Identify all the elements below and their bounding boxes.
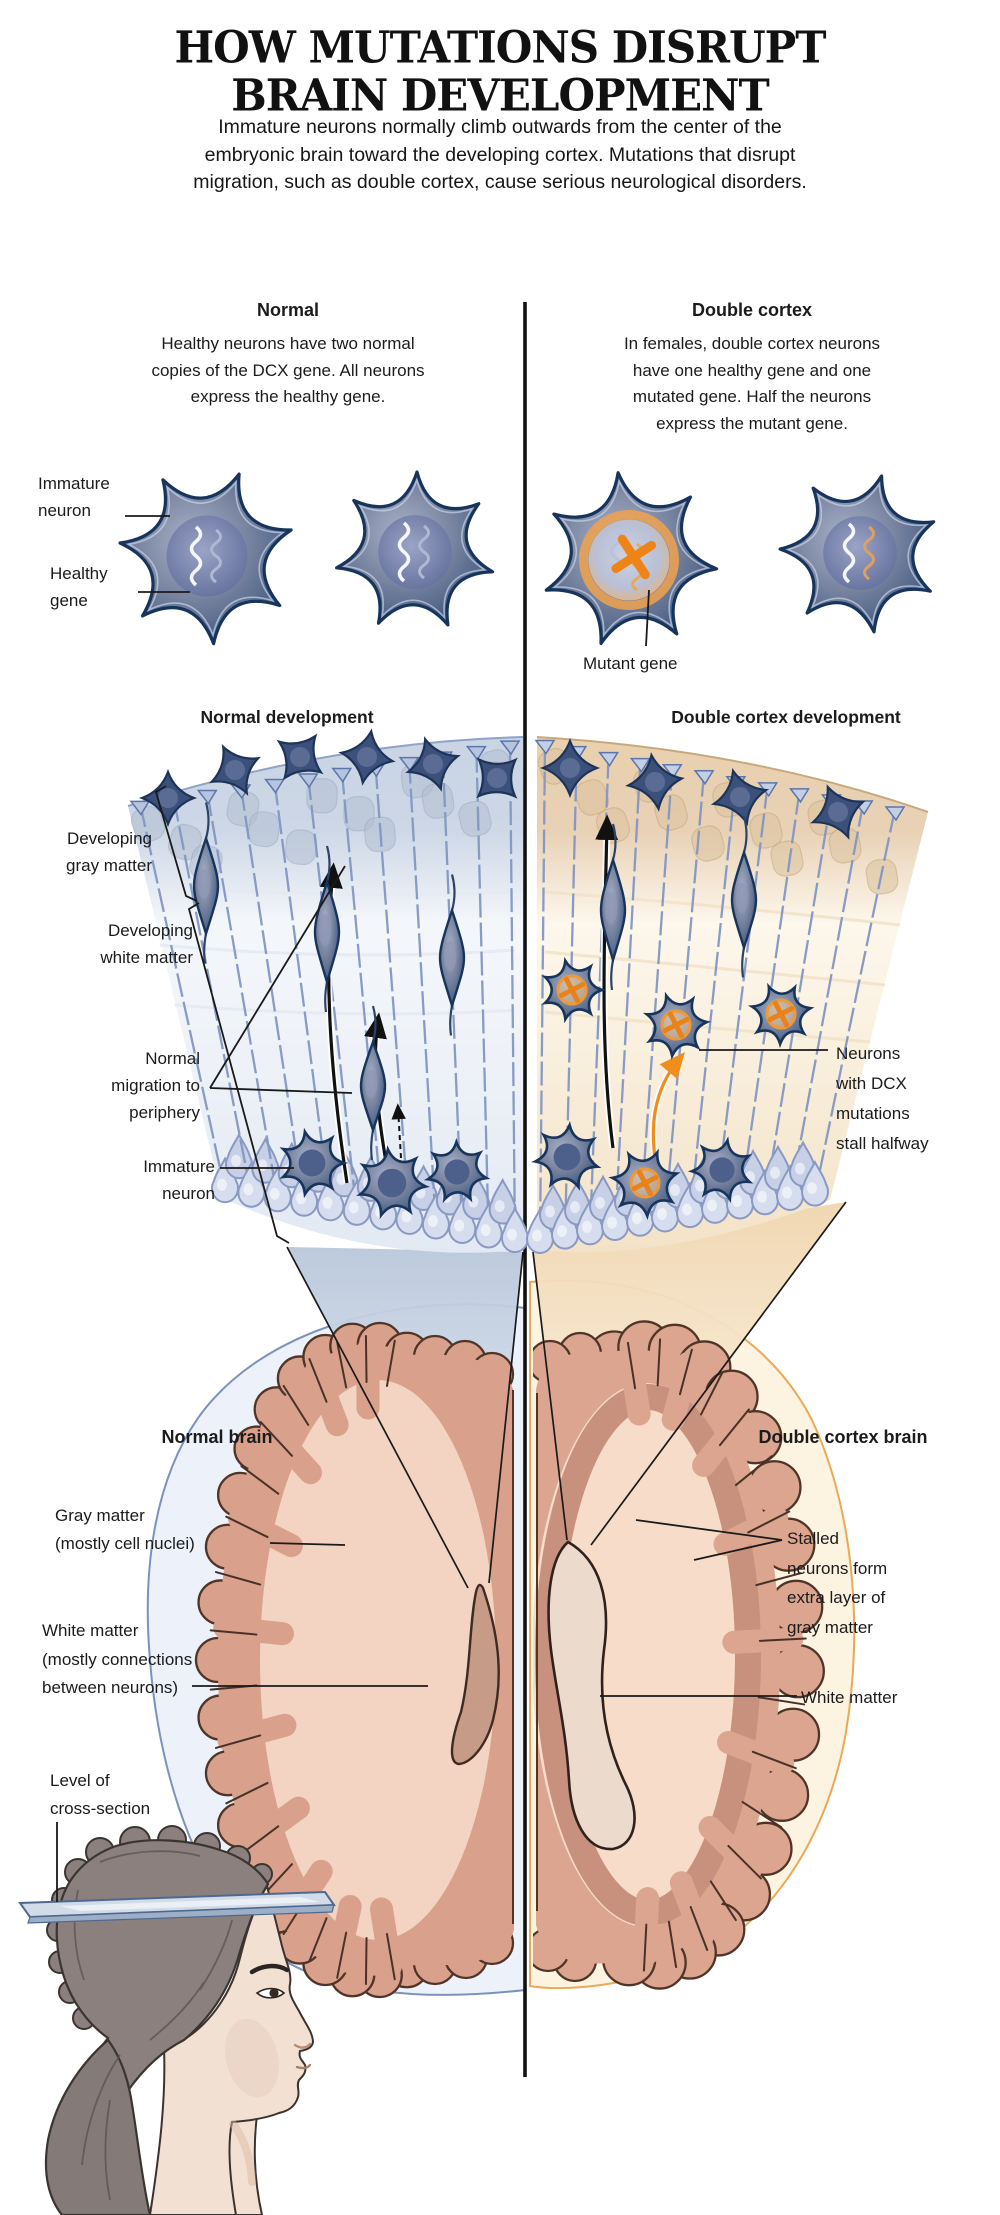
healthy-gene-label: Healthy gene	[50, 564, 108, 610]
cross-section-plane	[18, 1890, 336, 1924]
normal-column-heading: Normal	[256, 300, 319, 320]
gray-matter-label: Gray matter (mostly cell nuclei)	[55, 1506, 195, 1553]
normal-migration-label: Normal migration to periphery	[111, 1049, 200, 1122]
double-cortex-column-body: In females, double cortex neurons have o…	[623, 334, 881, 433]
mutant-gene-label: Mutant gene	[583, 654, 678, 673]
double-cortex-development-heading: Double cortex development	[671, 707, 901, 727]
stalled-neurons-label: Neurons with DCX mutations stall halfway	[836, 1044, 929, 1153]
double-cortex-column-heading: Double cortex	[691, 300, 813, 320]
developing-gray-matter-label: Developing gray matter	[66, 829, 152, 875]
immature-neuron-icon	[118, 472, 293, 646]
stalled-layer-label: Stalled neurons form extra layer of gray…	[787, 1529, 888, 1637]
normal-column-body: Healthy neurons have two normal copies o…	[151, 334, 425, 406]
immature-neuron-label: Immature neuron	[38, 474, 110, 520]
normal-development-heading: Normal development	[200, 707, 374, 727]
white-matter-right-label: White matter	[801, 1688, 898, 1707]
mutant-neuron-icon	[544, 471, 719, 645]
intro-paragraph: Immature neurons normally climb outwards…	[193, 116, 807, 193]
white-matter-label: White matter (mostly connections between…	[42, 1621, 193, 1697]
immature-neuron-panel-label: Immature neuron	[143, 1157, 215, 1203]
development-panels	[127, 728, 929, 1254]
zoom-beam-edges	[286, 1201, 847, 1589]
normal-brain-heading: Normal brain	[161, 1427, 273, 1447]
brain-ventricles	[450, 1540, 636, 1851]
immature-neuron-figures	[118, 470, 936, 646]
page-title: HOW MUTATIONS DISRUPT BRAIN DEVELOPMENT	[174, 22, 826, 121]
cross-section-label: Level of cross-section	[50, 1771, 151, 1818]
immature-neuron-icon	[335, 470, 495, 627]
double-cortex-brain-heading: Double cortex brain	[758, 1427, 928, 1447]
immature-neuron-icon	[778, 474, 936, 634]
developing-white-matter-label: Developing white matter	[100, 921, 193, 967]
leader-lines	[56, 515, 828, 1902]
